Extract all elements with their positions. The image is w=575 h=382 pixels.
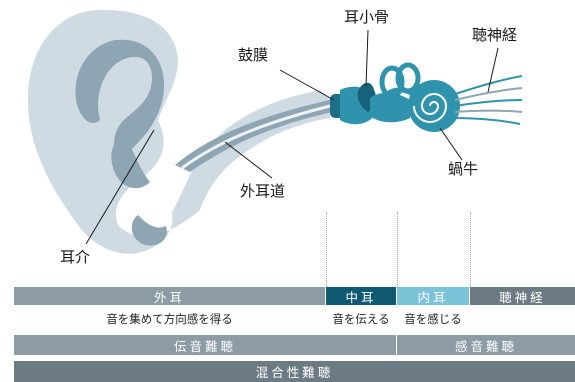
cochlea-spiral [413, 93, 448, 123]
region-outer-ear: 外耳 [14, 287, 325, 305]
divider-middle-inner [397, 212, 398, 287]
function-inner: 音を感じる [404, 312, 462, 326]
region-row: 外耳 中耳 内耳 聴神経 [14, 287, 575, 305]
function-outer: 音を集めて方向感を得る [106, 312, 233, 326]
auricle-shape [27, 9, 331, 254]
divider-inner-nerve [470, 212, 471, 287]
ear-canal-highlight [181, 104, 331, 170]
label-eardrum: 鼓膜 [238, 46, 269, 64]
hearing-loss-row: 伝音難聴 感音難聴 [14, 335, 575, 355]
divider-outer-middle [326, 212, 327, 287]
auditory-nerve-fibers [451, 75, 523, 125]
ear-illustration [27, 9, 523, 254]
sensorineural-hearing-loss: 感音難聴 [397, 335, 575, 355]
label-auricle: 耳介 [60, 248, 91, 266]
label-ear-canal: 外耳道 [240, 182, 286, 200]
region-inner-ear: 内耳 [397, 287, 469, 305]
callout-leaders [85, 29, 499, 245]
vestibule-shape [370, 92, 410, 123]
conductive-hearing-loss: 伝音難聴 [14, 335, 396, 355]
region-auditory-nerve: 聴神経 [470, 287, 575, 305]
mixed-row: 混合性難聴 [14, 361, 575, 382]
label-ossicles: 耳小骨 [344, 8, 390, 26]
mixed-hearing-loss: 混合性難聴 [14, 361, 575, 382]
lobule-shade [131, 215, 167, 246]
region-middle-ear: 中耳 [326, 287, 396, 305]
ear-canal-tube [175, 100, 332, 172]
function-row: 音を集めて方向感を得る 音を伝える 音を感じる [14, 307, 575, 331]
concha-shade [111, 135, 150, 189]
label-auditory-nerve: 聴神経 [472, 26, 518, 44]
function-middle: 音を伝える [332, 312, 390, 326]
label-cochlea: 蝸牛 [448, 160, 479, 178]
auricle-inner-fold [75, 39, 165, 161]
cochlea-shape [408, 80, 460, 132]
